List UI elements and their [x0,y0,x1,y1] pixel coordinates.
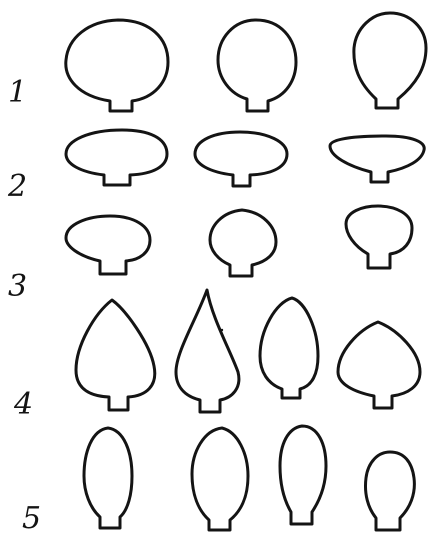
ink-speck [221,329,223,331]
row-label-3: 3 [8,269,27,304]
row-label-5: 5 [22,501,41,534]
leaf-row4-2 [176,290,239,412]
leaf-row2-1 [66,130,167,185]
leaf-row1-2 [218,20,296,111]
leaf-row2-3 [330,136,424,182]
leaf-row5-1 [84,428,132,528]
leaf-row5-4 [365,452,414,530]
row-label-2: 2 [7,169,27,204]
leaf-row1-1 [66,20,168,111]
leaf-row4-1 [76,300,155,410]
leaf-row2-2 [195,132,287,186]
leaf-row4-3 [260,298,318,398]
row-label-1: 1 [8,75,27,110]
leaf-row3-3 [346,206,412,268]
leaf-row3-1 [66,216,150,274]
leaf-row3-2 [210,210,276,276]
leaf-row4-4 [338,322,420,408]
leaf-row1-3 [354,13,426,108]
row-label-4: 4 [13,387,33,422]
leaf-row5-2 [192,428,248,530]
leaf-row5-3 [280,426,326,524]
